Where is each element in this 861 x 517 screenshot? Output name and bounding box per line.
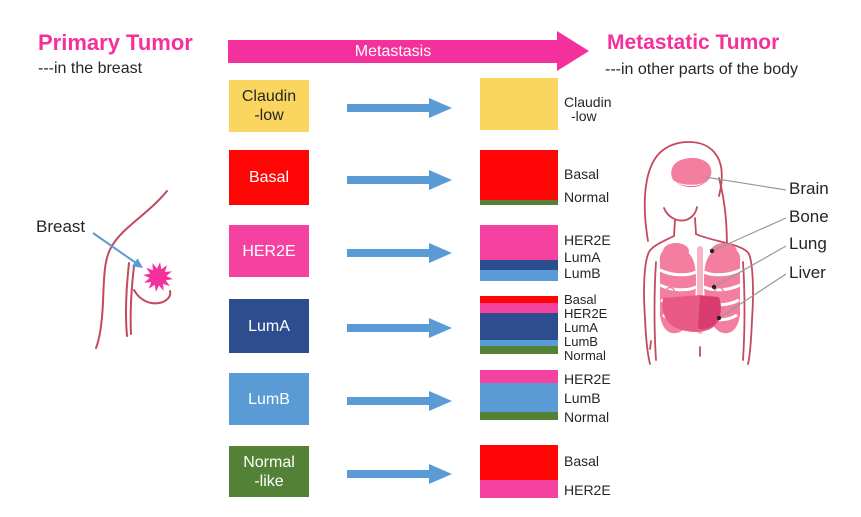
primary-subtype-box-her2e: HER2E: [229, 225, 309, 277]
primary-subtype-label: HER2E: [242, 242, 296, 260]
row-arrow-icon: [347, 391, 452, 411]
primary-tumor-title: Primary Tumor: [38, 30, 193, 55]
pointer-line-bone: [711, 217, 787, 252]
metastatic-subtype-label: Claudin: [564, 94, 612, 110]
primary-subtype-box-basal: Basal: [229, 150, 309, 205]
metastatic-subtype-label: LumB: [564, 265, 601, 281]
metastatic-composition-bar-lumb: [480, 370, 558, 420]
brain-shadow: [676, 181, 707, 188]
bar-segment-lumb: [480, 340, 558, 346]
row-arrow-icon: [347, 463, 452, 484]
bar-segment-luma: [480, 313, 558, 340]
pointer-line-lung: [713, 245, 787, 288]
breast-pointer-arrowhead-icon: [131, 258, 143, 268]
right-breast-icon: [713, 286, 725, 298]
metastatic-subtype-label: LumB: [564, 334, 598, 349]
organ-label-brain: Brain: [789, 179, 829, 198]
pointer-line-brain: [704, 176, 787, 191]
bar-segment-lumb: [480, 383, 558, 412]
primary-subtype-label: LumB: [248, 390, 290, 408]
body-outline: [643, 141, 754, 365]
metastatic-composition-bar-luma: [480, 296, 558, 354]
metastatic-subtype-label: Basal: [564, 453, 600, 469]
row-arrow-icon: [347, 169, 452, 190]
row-arrow-icon: [347, 243, 452, 263]
primary-subtype-box-luma: LumA: [229, 299, 309, 353]
bar-segment-basal: [480, 296, 558, 303]
bar-segment-lumb: [480, 270, 558, 281]
primary-subtype-label: -like: [254, 472, 284, 490]
metastatic-subtype-label: HER2E: [564, 306, 608, 321]
metastatic-composition-bar-claudin-low: [480, 78, 558, 130]
breast-outline: [95, 190, 172, 349]
primary-subtype-box-lumb: LumB: [229, 373, 309, 425]
bar-segment-normal_like: [480, 346, 558, 354]
metastasis-arrow: Metastasis: [228, 40, 558, 63]
metastatic-subtype-label: Normal: [564, 189, 610, 205]
bar-segment-her2e: [480, 480, 558, 498]
breast-pointer-arrow: [92, 232, 137, 264]
breast-illustration: [92, 190, 173, 349]
primary-subtype-box-claudin-low: Claudin -low: [229, 80, 309, 132]
metastatic-subtype-label: Normal: [564, 409, 610, 425]
metastatic-tumor-title: Metastatic Tumor: [607, 31, 780, 54]
metastatic-subtype-label: -low: [571, 108, 597, 124]
metastatic-subtype-label: LumA: [564, 249, 601, 265]
primary-subtype-label: Normal: [243, 453, 295, 471]
primary-subtype-box-normal-like: Normal-like: [229, 446, 309, 497]
metastatic-subtype-label: Basal: [564, 166, 600, 182]
bar-segment-luma: [480, 260, 558, 270]
primary-subtype-label: LumA: [248, 317, 290, 335]
bar-segment-basal: [480, 445, 558, 480]
primary-subtype-label: Claudin: [241, 88, 297, 105]
bar-segment-her2e: [480, 225, 558, 260]
bar-segment-basal: [480, 150, 558, 200]
primary-tumor-subtitle: ---in the breast: [38, 60, 143, 77]
bar-segment-her2e: [480, 303, 558, 313]
metastatic-subtype-label: HER2E: [564, 482, 611, 498]
organ-pointer-dots: [709, 248, 722, 321]
bar-segment-normal_like: [480, 412, 558, 420]
metastasis-arrow-label: Metastasis: [354, 42, 432, 60]
brain-shape: [671, 157, 712, 185]
primary-subtype-label: Basal: [248, 169, 290, 186]
metastatic-subtype-label: LumA: [564, 320, 598, 335]
tumor-starburst-icon: [143, 262, 173, 292]
left-breast-icon: [664, 286, 676, 298]
row-arrow-icon: [347, 318, 452, 338]
liver-dark-lobe: [698, 296, 721, 330]
bar-segment-claudin_low: [480, 78, 558, 130]
body-illustration: [643, 141, 787, 365]
metastatic-subtype-label: LumB: [564, 390, 601, 406]
row-arrow-icon: [347, 98, 452, 118]
bar-segment-normal_like: [480, 200, 558, 205]
breast-label: Breast: [36, 217, 86, 236]
metastatic-composition-bar-basal: [480, 150, 558, 205]
bar-segment-her2e: [480, 370, 558, 383]
metastatic-subtype-label: Normal: [564, 348, 606, 363]
organ-label-liver: Liver: [789, 263, 826, 282]
metastatic-tumor-subtitle: ---in other parts of the body: [605, 61, 798, 78]
pointer-line-liver: [718, 273, 787, 319]
metastatic-composition-bar-her2e: [480, 225, 558, 281]
metastasis-arrowhead-icon: [557, 31, 589, 71]
metastatic-composition-bar-normal-like: [480, 445, 558, 498]
metastatic-subtype-label: HER2E: [564, 232, 611, 248]
organ-label-lung: Lung: [789, 234, 827, 253]
metastatic-subtype-label: HER2E: [564, 371, 611, 387]
metastatic-subtype-label: Basal: [564, 292, 597, 307]
organ-label-bone: Bone: [789, 207, 829, 226]
primary-subtype-label: -low: [254, 107, 284, 124]
organ-pointer-lines: [704, 176, 787, 319]
